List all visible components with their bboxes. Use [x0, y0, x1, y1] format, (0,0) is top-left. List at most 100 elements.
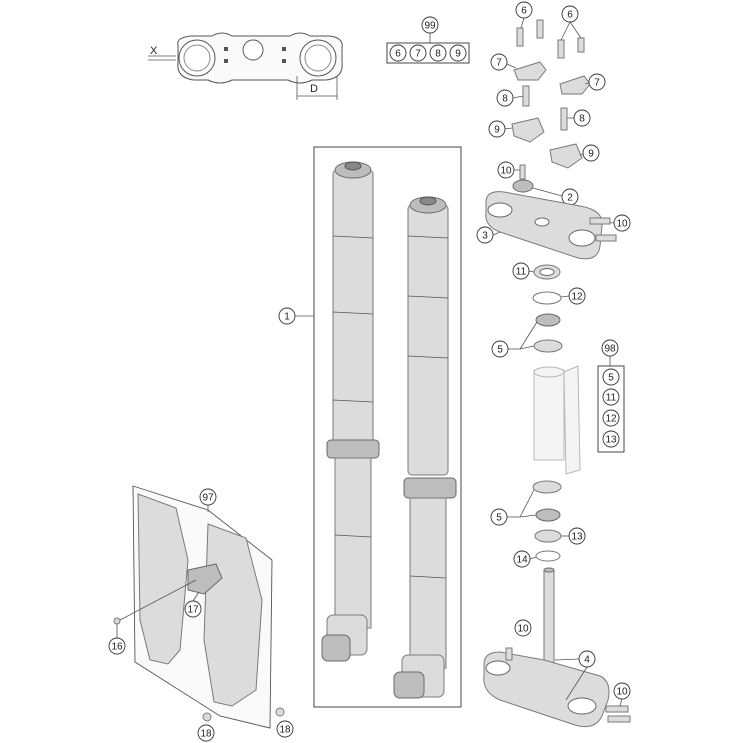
kit-98-item-label: 11 — [606, 393, 617, 404]
bolt-10-part — [595, 234, 617, 242]
callout-12-label: 12 — [571, 292, 583, 303]
bolt-10-part — [605, 705, 629, 713]
kit-99-item-label: 9 — [455, 49, 461, 60]
callout-18-label: 18 — [200, 729, 212, 740]
steering-bearing-lower — [532, 480, 562, 562]
callout-97-label: 97 — [202, 493, 214, 504]
callout-6-label: 6 — [521, 6, 527, 17]
kit-98-group — [597, 339, 625, 453]
fork-guard-left — [137, 493, 189, 665]
steering-bearing-upper — [532, 264, 563, 353]
callout-98-label: 98 — [604, 344, 616, 355]
callout-14-label: 14 — [516, 555, 528, 566]
screw-16-part — [113, 617, 121, 625]
bearing-race-5-part — [532, 480, 562, 494]
kit-98-item — [602, 430, 620, 448]
bolt-6-part — [536, 19, 544, 39]
callout-7-label: 7 — [594, 78, 600, 89]
handlebar-clamp-parts — [511, 19, 591, 193]
kit-99-item-label: 6 — [395, 49, 401, 60]
bolt-8-part — [522, 85, 530, 107]
bolt-10-part — [505, 647, 513, 661]
fork-protector-set — [113, 485, 285, 729]
callout-11-label: 11 — [516, 267, 527, 278]
callout-9-label: 9 — [588, 149, 594, 160]
clamp-base-9-part — [549, 143, 583, 169]
callout-4-label: 4 — [584, 655, 590, 666]
kit-98-item-label: 12 — [605, 414, 617, 425]
bearing-race-5-part — [533, 339, 563, 353]
kit-99-frame — [386, 42, 470, 64]
callout-13-label: 13 — [571, 532, 583, 543]
bearing-5-part — [535, 313, 561, 327]
dimension-d-label: D — [310, 83, 318, 95]
callout-18 — [197, 724, 215, 742]
kit-99-item-label: 8 — [435, 49, 441, 60]
callout-5-label: 5 — [496, 513, 502, 524]
kit-98-item — [602, 368, 620, 386]
callout-8-label: 8 — [502, 94, 508, 105]
callout-9 — [582, 144, 600, 162]
callout-7 — [490, 53, 508, 71]
callout-7 — [588, 73, 606, 91]
triple-clamp-outline — [148, 32, 343, 100]
callout-1-label: 1 — [284, 312, 290, 323]
kit-98-item — [602, 409, 620, 427]
bolt-6-part — [516, 27, 524, 47]
callout-10-label: 10 — [616, 219, 628, 230]
callout-99-label: 99 — [424, 21, 436, 32]
callout-6-label: 6 — [567, 10, 573, 21]
bolt-6-part — [577, 37, 585, 53]
callout-2-label: 2 — [567, 193, 573, 204]
screw-18-part — [275, 707, 285, 717]
bolt-8-part — [560, 107, 568, 131]
steering-head-ghost — [533, 365, 581, 475]
fork-leg-left — [321, 161, 380, 662]
callout-18-label: 18 — [279, 725, 291, 736]
callout-10-label: 10 — [517, 624, 529, 635]
mount-17-part — [187, 563, 223, 595]
clamp-7-part — [513, 61, 547, 81]
kit-99-item — [429, 44, 447, 62]
callout-3-label: 3 — [482, 231, 488, 242]
kit-99-item — [449, 44, 467, 62]
callout-16-label: 16 — [111, 642, 123, 653]
fork-assembly-frame — [313, 146, 462, 708]
bearing-5-part — [535, 508, 561, 522]
kit-98-frame — [597, 365, 625, 453]
callout-10 — [514, 619, 532, 637]
bolt-6-part — [557, 39, 565, 59]
kit-99-group — [386, 16, 470, 64]
nut-2-part — [512, 179, 534, 193]
kit-99-item-label: 7 — [415, 49, 421, 60]
callout-9-label: 9 — [494, 125, 500, 136]
callout-10-label: 10 — [616, 687, 628, 698]
fork-leg-right — [393, 196, 457, 699]
right-callout-circles — [476, 1, 631, 244]
lower-triple-clamp-4 — [483, 567, 631, 728]
dimension-x-label: X — [150, 45, 158, 57]
ring-12-part — [532, 291, 562, 305]
kit-98-item — [602, 388, 620, 406]
bolt-10-part — [519, 164, 526, 180]
kit-98-item-label: 13 — [605, 435, 617, 446]
callout-8-label: 8 — [579, 114, 585, 125]
callout-5-label: 5 — [497, 345, 503, 356]
bolt-10-part — [589, 217, 611, 225]
upper-triple-clamp-3 — [485, 191, 617, 260]
ring-14-part — [535, 550, 561, 562]
kit-99-item — [409, 44, 427, 62]
callout-10-label: 10 — [500, 166, 512, 177]
screw-18-part — [202, 712, 212, 722]
callout-7-label: 7 — [496, 58, 502, 69]
clamp-base-9-part — [511, 117, 545, 143]
kit-99-item — [389, 44, 407, 62]
clamp-7-part — [559, 75, 591, 95]
callout-17-label: 17 — [187, 605, 199, 616]
kit-98-item-label: 5 — [608, 373, 614, 384]
seal-13-part — [534, 529, 562, 543]
callout-18 — [276, 720, 294, 738]
bolt-10-part — [607, 715, 631, 723]
